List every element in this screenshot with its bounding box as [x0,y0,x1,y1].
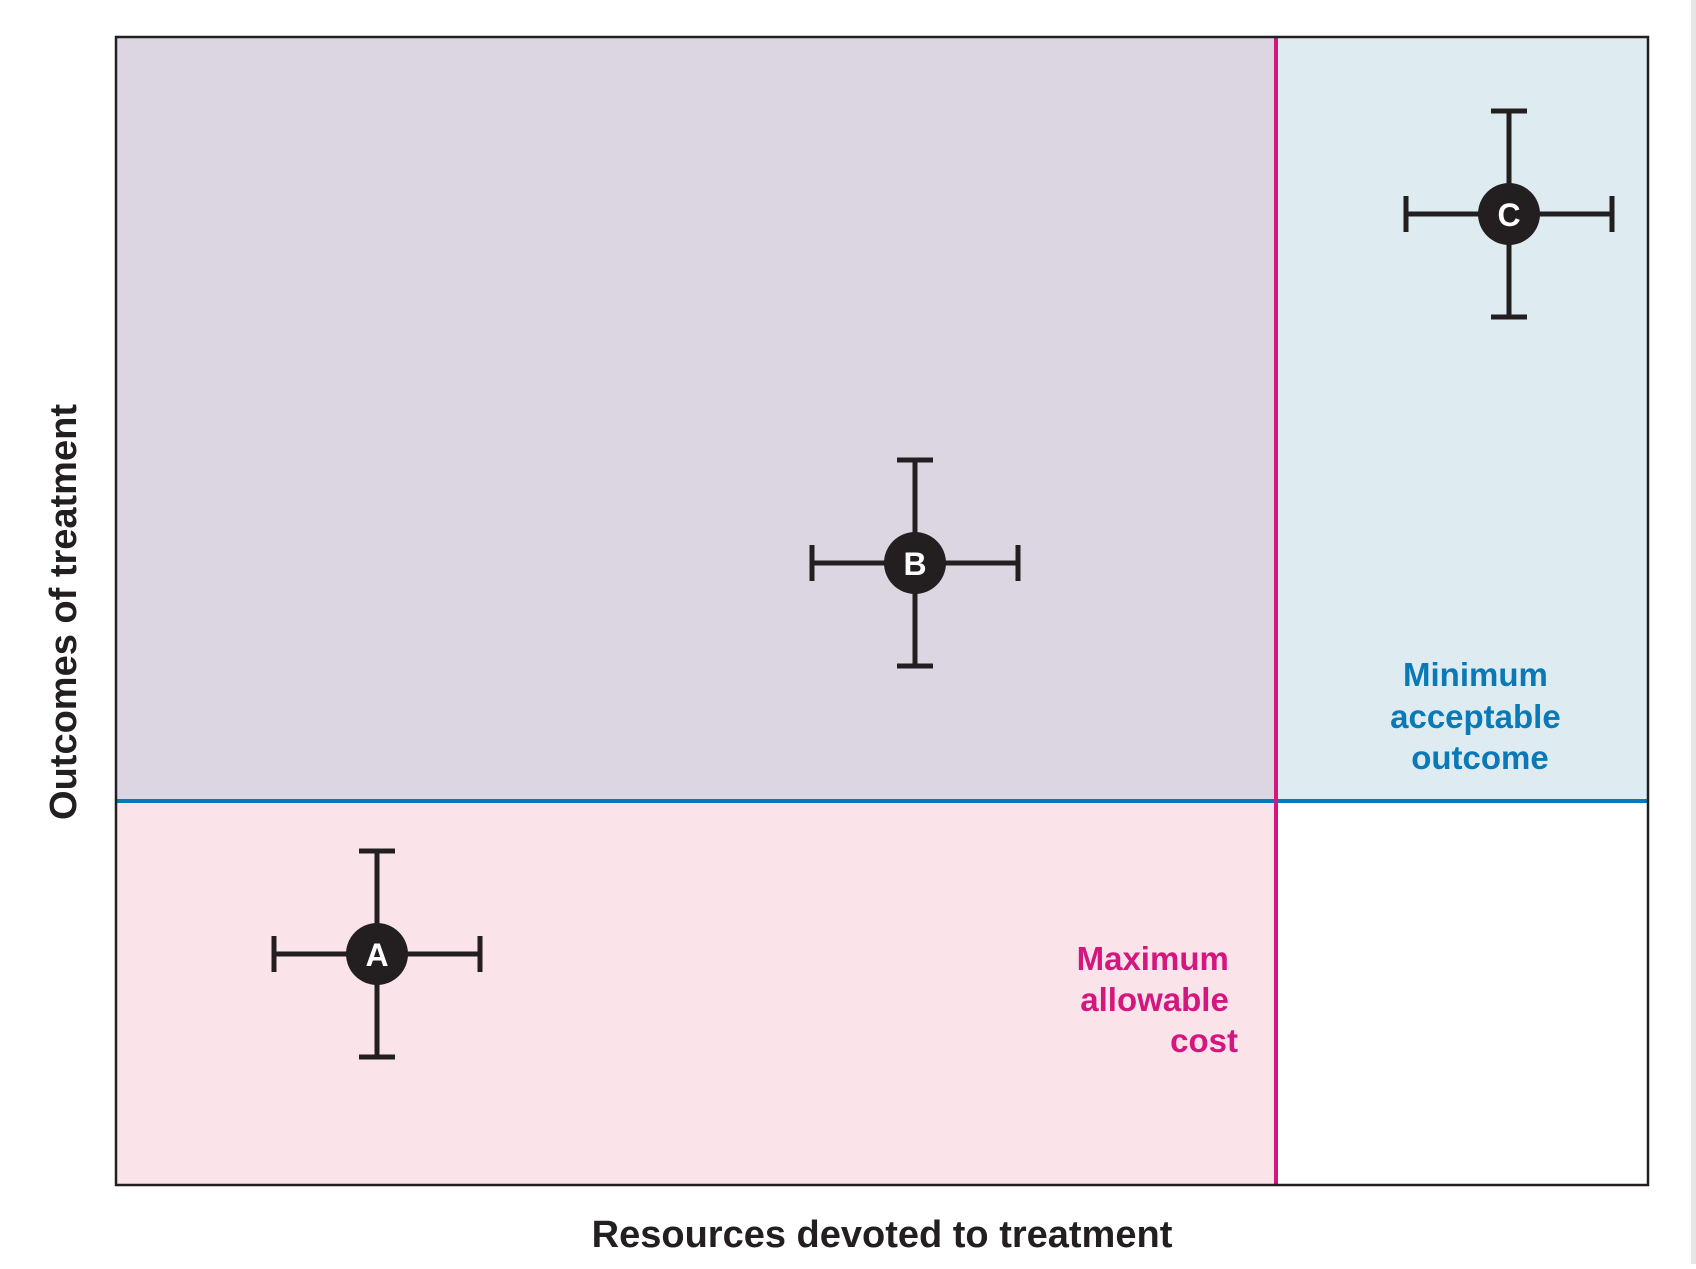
point-b [809,457,1021,669]
min-outcome-label-line-2: acceptable [1390,698,1561,735]
point-a-label: A [365,937,388,973]
point-c [1403,108,1615,320]
min-outcome-label-line-3: outcome [1411,739,1549,776]
plot-border [114,35,1650,1187]
region-acceptable-affordable [116,37,1276,801]
point-b-marker [884,532,946,594]
region-adequate-costly [1276,37,1648,801]
region-affordable-inadequate [116,801,1276,1185]
min-outcome-label-line-1: Minimum [1403,656,1548,693]
y-axis-label: Outcomes of treatment [43,404,85,820]
point-b-label: B [903,546,926,582]
max-cost-label-line-2: allowable [1080,981,1229,1018]
point-c-marker [1478,183,1540,245]
region-costly-inadequate [1276,801,1648,1185]
min-outcome-label: Minimum acceptable outcome [1390,656,1570,776]
max-cost-label: Maximum allowable cost [1077,940,1238,1059]
right-edge-strip [1691,0,1696,1264]
max-cost-label-line-1: Maximum [1077,940,1229,977]
x-axis-label: Resources devoted to treatment [592,1214,1173,1256]
max-cost-label-line-3: cost [1170,1022,1238,1059]
point-a [271,848,483,1060]
point-c-label: C [1497,197,1520,233]
point-a-marker [346,923,408,985]
